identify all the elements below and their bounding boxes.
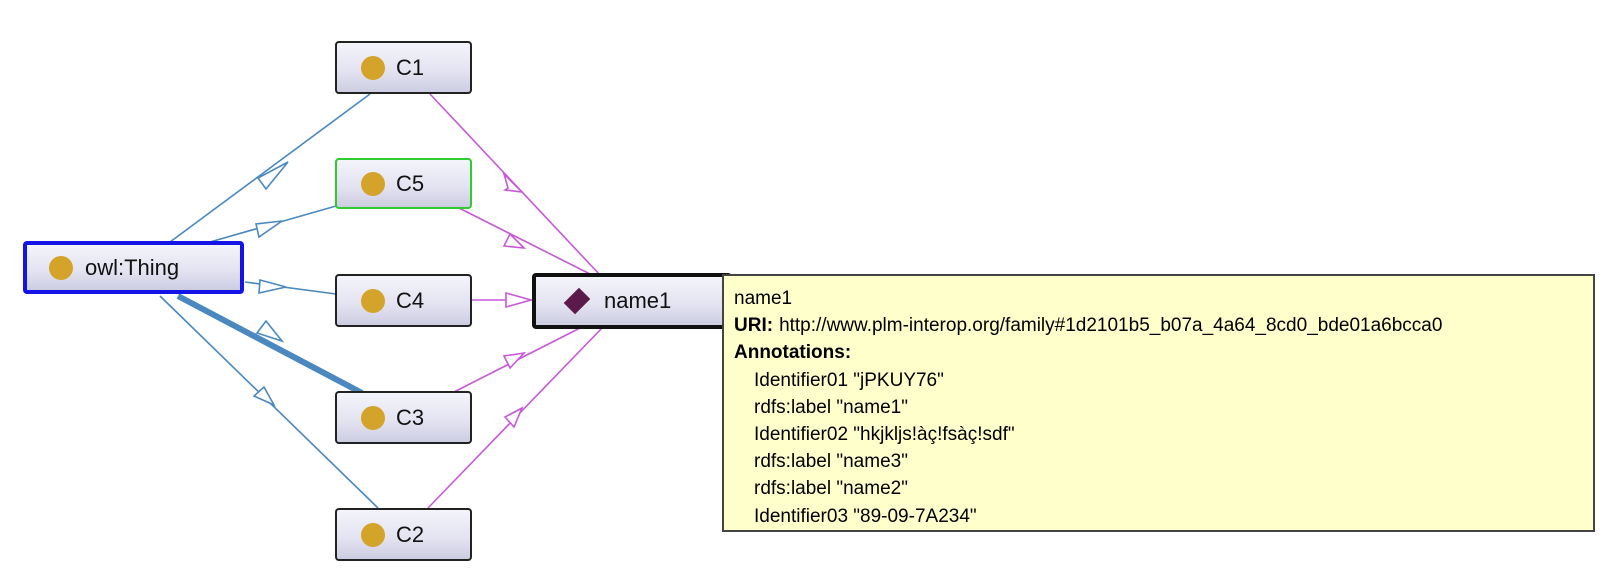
annotation-item: Identifier03 "89-09-7A234" bbox=[754, 505, 977, 527]
class-icon bbox=[361, 522, 385, 547]
node-label: C2 bbox=[396, 521, 425, 547]
type-arrowhead-c5 bbox=[502, 232, 527, 250]
type-arrowhead-c2 bbox=[503, 406, 524, 429]
type-arrowhead-c4 bbox=[505, 291, 534, 309]
arrowhead-c5 bbox=[255, 220, 283, 239]
annotation-item: rdfs:label "name3" bbox=[754, 451, 908, 473]
arrowhead-c2 bbox=[252, 385, 276, 407]
individual-icon bbox=[563, 287, 591, 315]
node-label: C3 bbox=[396, 404, 425, 430]
node-c5[interactable]: C5 bbox=[335, 158, 472, 209]
subclass-edges bbox=[159, 93, 379, 509]
edge-thing-c1 bbox=[169, 93, 371, 243]
class-icon bbox=[361, 405, 385, 430]
arrowhead-c3 bbox=[255, 319, 285, 343]
annotations-list: Identifier01 "jPKUY76" rdfs:label "name1… bbox=[734, 367, 1583, 530]
edge-c5-name1 bbox=[454, 205, 593, 276]
node-label: C4 bbox=[396, 287, 425, 313]
node-c4[interactable]: C4 bbox=[335, 274, 472, 327]
entity-tooltip: name1 URI:http://www.plm-interop.org/fam… bbox=[722, 274, 1595, 532]
annotation-item: rdfs:label "name2" bbox=[754, 478, 908, 500]
node-label: name1 bbox=[604, 288, 672, 313]
arrowhead-c4 bbox=[258, 278, 287, 295]
arrowhead-c1 bbox=[256, 161, 289, 191]
class-icon bbox=[361, 55, 385, 80]
node-c3[interactable]: C3 bbox=[335, 391, 472, 444]
type-arrowhead-c1 bbox=[502, 171, 525, 194]
node-c1[interactable]: C1 bbox=[335, 41, 472, 94]
node-label: C5 bbox=[396, 170, 425, 196]
annotation-item: Identifier01 "jPKUY76" bbox=[754, 369, 944, 391]
node-label: owl:Thing bbox=[85, 254, 180, 280]
tooltip-title: name1 bbox=[734, 288, 793, 309]
node-label: C1 bbox=[396, 54, 425, 80]
annotations-label: Annotations: bbox=[734, 342, 852, 364]
uri-value: http://www.plm-interop.org/family#1d2101… bbox=[779, 315, 1443, 337]
annotation-item: rdfs:label "name1" bbox=[754, 396, 908, 418]
class-icon bbox=[361, 171, 385, 196]
annotation-item: Identifier02 "hkjkljs!àç!fsàç!sdf" bbox=[754, 424, 1015, 446]
edge-thing-c3 bbox=[176, 293, 364, 396]
tooltip-uri-row: URI:http://www.plm-interop.org/family#1d… bbox=[734, 312, 1583, 339]
class-icon bbox=[49, 255, 73, 280]
node-individual-name1[interactable]: name1 bbox=[532, 273, 732, 329]
uri-label: URI: bbox=[734, 315, 774, 337]
type-edges bbox=[427, 93, 603, 509]
type-arrowhead-c3 bbox=[502, 351, 527, 370]
class-icon bbox=[361, 288, 385, 313]
node-owl-thing[interactable]: owl:Thing bbox=[23, 241, 244, 294]
node-c2[interactable]: C2 bbox=[335, 508, 472, 561]
